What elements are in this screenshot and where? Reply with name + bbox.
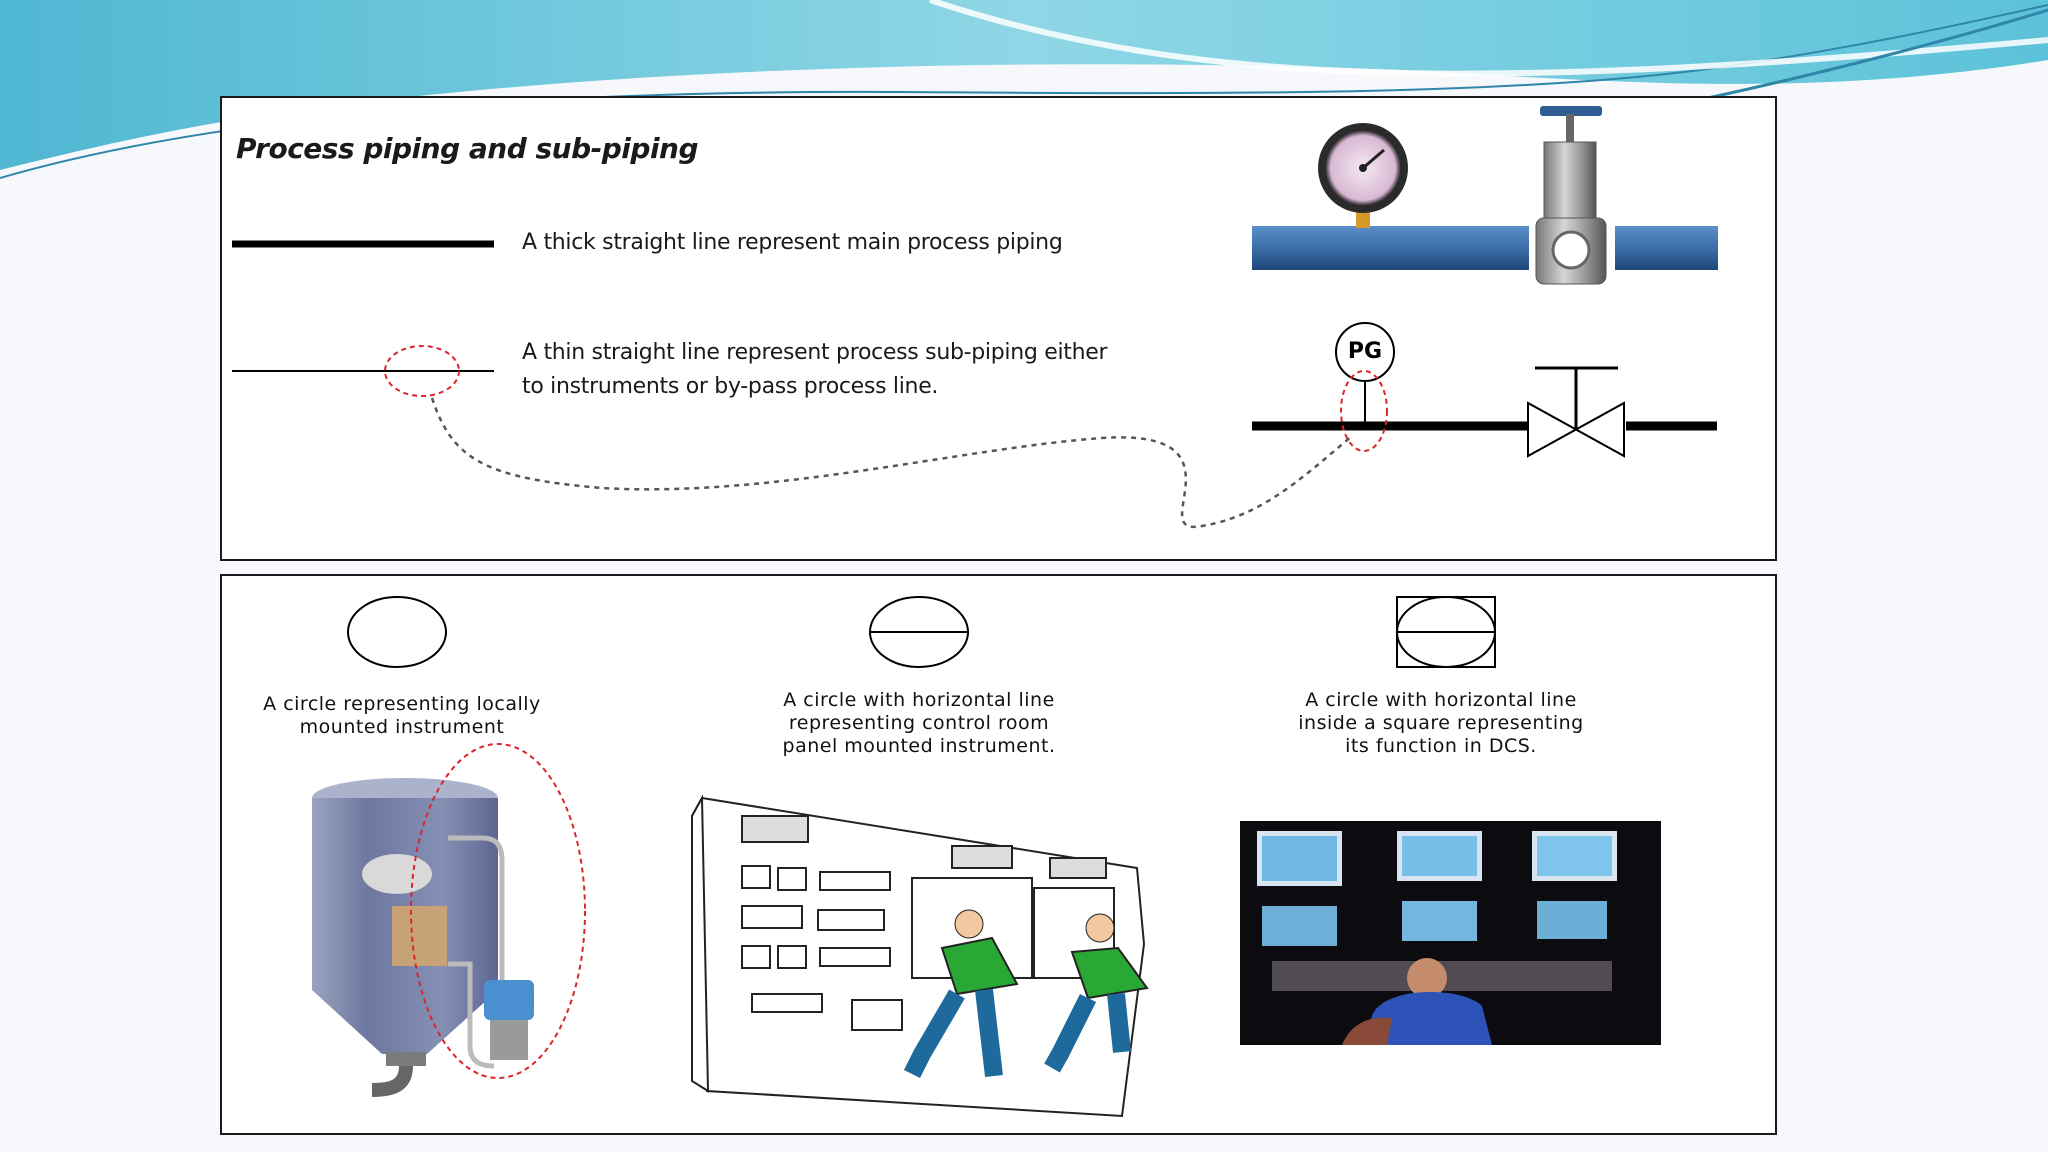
caption-line: A circle with horizontal line xyxy=(783,689,1055,711)
sub-pipe-highlight xyxy=(1340,370,1388,452)
dcs-instrument-caption: A circle with horizontal line inside a s… xyxy=(1271,689,1611,758)
dcs-room-illustration xyxy=(1240,821,1661,1045)
local-instrument-caption: A circle representing locally mounted in… xyxy=(242,693,562,739)
thin-line-description-line: to instruments or by-pass process line. xyxy=(522,374,939,399)
piping-panel: Process piping and sub-piping xyxy=(220,96,1777,561)
caption-line: mounted instrument xyxy=(299,716,505,738)
section-title: Process piping and sub-piping xyxy=(236,132,699,165)
pg-instrument-bubble xyxy=(1335,322,1395,382)
tank-illustration xyxy=(312,743,586,1097)
caption-line: inside a square representing xyxy=(1298,712,1584,734)
thick-line-description: A thick straight line represent main pro… xyxy=(522,230,1063,255)
pipe-illustration xyxy=(1252,106,1718,285)
panel-instrument-caption: A circle with horizontal line representi… xyxy=(749,689,1089,758)
caption-line: A circle with horizontal line xyxy=(1305,689,1577,711)
caption-line: A circle representing locally xyxy=(263,693,541,715)
caption-line: panel mounted instrument. xyxy=(782,735,1056,757)
instrument-symbol-graphics xyxy=(312,596,1661,1118)
dcs-instrument-symbol xyxy=(1396,596,1496,668)
dotted-connector xyxy=(430,397,1353,529)
local-instrument-symbol xyxy=(347,596,447,668)
caption-line: representing control room xyxy=(788,712,1050,734)
operators-illustration xyxy=(903,909,1149,1079)
local-instrument-highlight xyxy=(410,743,586,1079)
control-panel-illustration xyxy=(690,794,1146,1118)
panel-instrument-symbol xyxy=(869,596,969,668)
thin-line-description: A thin straight line represent process s… xyxy=(522,336,1108,404)
pg-tag: PG xyxy=(1347,339,1383,364)
valve-symbol xyxy=(1527,401,1625,458)
caption-line: its function in DCS. xyxy=(1345,735,1537,757)
thin-line-highlight xyxy=(384,345,460,397)
instrument-symbols-panel: A circle representing locally mounted in… xyxy=(220,574,1777,1135)
thin-line-description-line: A thin straight line represent process s… xyxy=(522,340,1108,365)
piping-legend-graphics xyxy=(232,106,1718,529)
